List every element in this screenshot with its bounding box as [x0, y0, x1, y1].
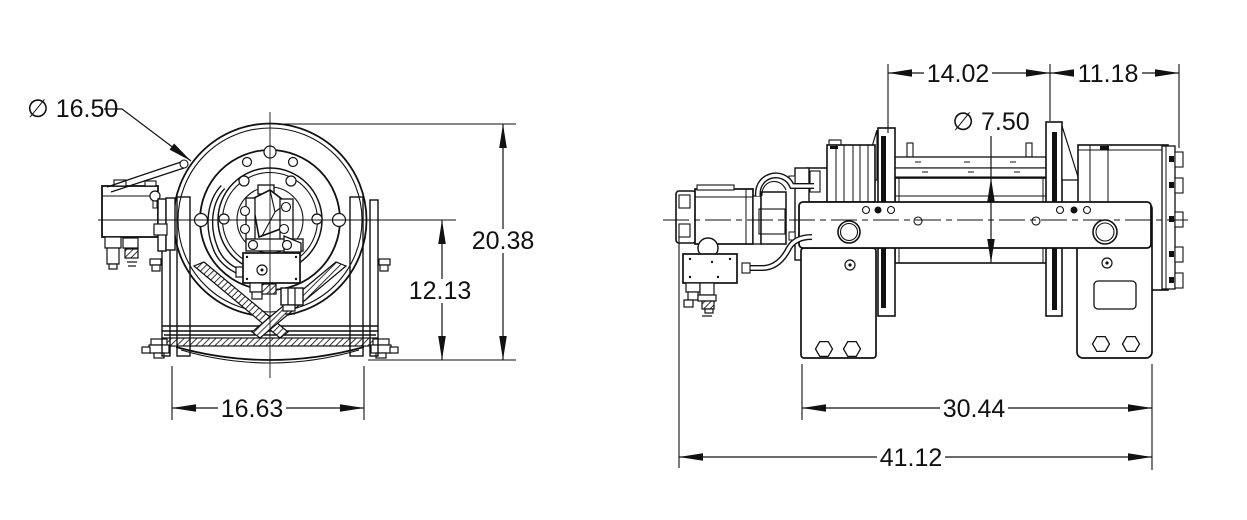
side-view — [663, 121, 1188, 359]
foot-bolts-left — [141, 258, 170, 359]
hex-bolt — [842, 340, 862, 358]
beam-hole — [1092, 219, 1118, 245]
foot-bolts-right — [370, 258, 399, 359]
dim-overall-length: 41.12 — [678, 236, 1152, 472]
hex-bolt — [1121, 335, 1141, 353]
beam-hole — [837, 220, 861, 244]
plate-cutout — [1093, 280, 1137, 310]
dim-flange-diameter: ∅ 16.50 — [27, 95, 192, 162]
dim-base-width: 16.63 — [171, 366, 365, 423]
front-view-dimensions: ∅ 16.50 20.38 12.13 16.63 — [27, 95, 537, 423]
dim-frame-length: 30.44 — [801, 364, 1153, 470]
dim-overall-length-label: 41.12 — [880, 444, 943, 472]
hydraulic-motor-front — [101, 159, 189, 270]
front-view — [98, 112, 456, 378]
valve-block-front — [242, 252, 301, 284]
hex-bolt — [1091, 335, 1111, 353]
dim-flange-diameter-label: ∅ 16.50 — [27, 95, 118, 123]
left-tie-plate — [800, 247, 877, 359]
hydraulic-hoses — [741, 172, 814, 274]
dim-overall-height: 20.38 — [272, 123, 537, 361]
dim-frame-length-label: 30.44 — [943, 395, 1006, 423]
dim-drum-core-diameter-label: ∅ 7.50 — [952, 108, 1029, 136]
hex-bolt — [814, 340, 834, 358]
valve-block-side — [682, 253, 738, 317]
dim-end-section-length: 11.18 — [1050, 60, 1180, 148]
housing-bolt-marks — [1169, 156, 1174, 283]
mounting-beam — [798, 201, 1152, 249]
dim-overall-height-label: 20.38 — [472, 227, 535, 255]
dim-drum-core-diameter: ∅ 7.50 — [952, 108, 1030, 263]
dim-drum-length-label: 14.02 — [927, 60, 990, 88]
hydraulic-motor-side — [675, 172, 814, 317]
dim-end-section-length-label: 11.18 — [1078, 60, 1139, 88]
dim-centerline-height: 12.13 — [406, 220, 474, 360]
valve-fittings-side — [683, 282, 717, 317]
dim-base-width-label: 16.63 — [221, 395, 284, 423]
centerlines-front — [98, 112, 456, 378]
motor-fittings — [104, 236, 139, 270]
hose-and-valve-front — [207, 184, 304, 315]
side-view-dimensions: 14.02 11.18 ∅ 7.50 30.44 41.12 — [678, 60, 1180, 472]
valve-fittings-front — [249, 282, 304, 315]
dim-centerline-height-label: 12.13 — [409, 277, 472, 305]
torque-arm — [106, 159, 189, 193]
